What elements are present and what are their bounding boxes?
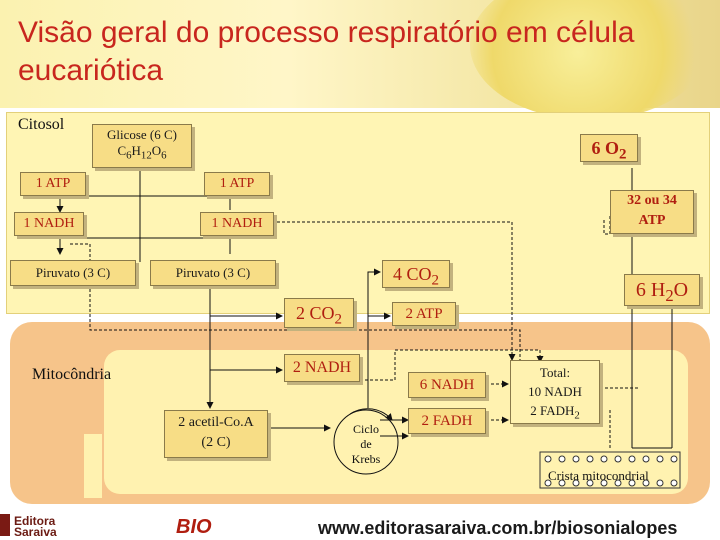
bio-logo: BIO xyxy=(176,516,212,538)
right-atp-box: 1 ATP xyxy=(204,172,270,196)
left-nadh-box: 1 NADH xyxy=(14,212,84,236)
crista-fold xyxy=(84,434,102,498)
crista-particles xyxy=(544,455,678,487)
publisher-logo-mark xyxy=(0,514,10,536)
acetyl-box: 2 acetil-Co.A(2 C) xyxy=(164,410,268,458)
krebs-cycle-circle xyxy=(333,409,399,475)
crista-membrane xyxy=(539,451,681,489)
krebs-atp-box: 2 ATP xyxy=(392,302,456,326)
pyruvate-left-box: Piruvato (3 C) xyxy=(10,260,136,286)
pyruvate-right-box: Piruvato (3 C) xyxy=(150,260,276,286)
citrus-decoration xyxy=(470,0,710,120)
krebs-fadh-box: 2 FADH xyxy=(408,408,486,434)
arrow-krebs-co2 xyxy=(367,268,381,408)
title-band xyxy=(0,0,720,120)
cytosol-label: Citosol xyxy=(18,116,65,133)
dash-nadh-left xyxy=(70,243,521,360)
glucose-name: Glicose (6 C) xyxy=(106,127,178,142)
left-atp-box: 1 ATP xyxy=(20,172,86,196)
glucose-formula: C6H12O6 xyxy=(117,143,167,162)
dash-nadh-right xyxy=(272,221,516,361)
dash-atp-total xyxy=(603,216,611,235)
dash-link-nadh xyxy=(360,349,544,381)
crista-label: Crista mitocondrial xyxy=(548,468,649,483)
link-nadh-box: 2 NADH xyxy=(284,354,360,382)
co2-link-box: 2 CO2 xyxy=(284,298,354,328)
co2-krebs-box: 4 CO2 xyxy=(382,260,450,289)
right-nadh-box: 1 NADH xyxy=(200,212,274,236)
o2-box: 6 O2 xyxy=(580,134,638,163)
mitochondria-label: Mitocôndria xyxy=(32,366,112,383)
footer-url[interactable]: www.editorasaraiva.com.br/biosonialopes xyxy=(318,518,678,538)
water-box: 6 H2O xyxy=(624,274,700,306)
glucose-box: Glicose (6 C) C6H12O6 xyxy=(92,124,192,168)
krebs-nadh-box: 6 NADH xyxy=(408,372,486,398)
krebs-cycle-arrow xyxy=(349,408,393,421)
page-title: Visão geral do processo respiratório em … xyxy=(18,16,635,87)
